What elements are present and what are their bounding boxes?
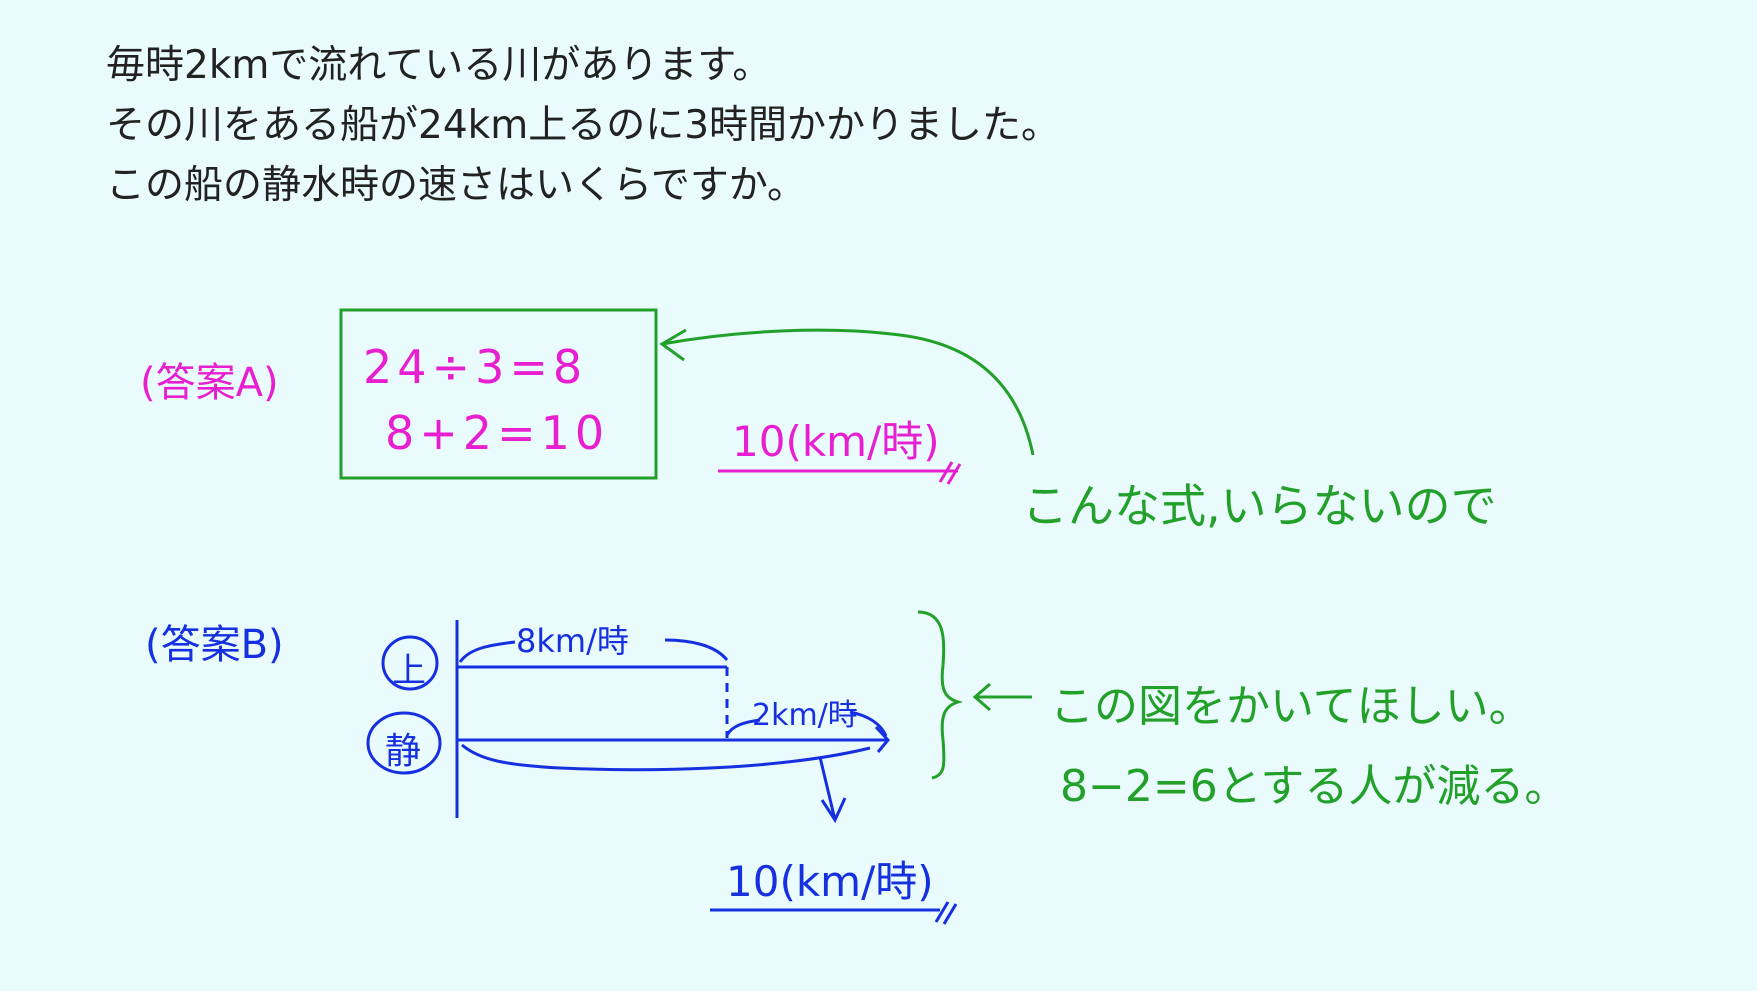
answer-a-formula-1: 24÷3=8 (363, 340, 588, 394)
diagram-still-arrowhead (874, 725, 890, 753)
answer-a-comment-arrow (661, 328, 1035, 456)
diagram-river-brace (725, 710, 888, 737)
problem-line-2: その川をある船が24km上るのに3時間かかりました。 (106, 103, 1061, 148)
diagram-result-arrow (818, 756, 837, 821)
still-label: 静 (385, 731, 422, 772)
comment-b-brace (917, 610, 964, 780)
problem-line-3: この船の静水時の速さはいくらですか。 (106, 163, 807, 208)
answer-a-tick-2 (946, 463, 962, 485)
answer-b-comment-2: 8−2=6とする人が減る。 (1060, 761, 1569, 812)
answer-b-label: (答案B) (145, 622, 284, 668)
answer-b-result: 10(km/時) (726, 857, 934, 906)
up-label: 上 (392, 651, 426, 691)
problem-line-1: 毎時2kmで流れている川があります。 (106, 43, 772, 88)
speed-up-label: 8km/時 (516, 622, 629, 660)
answer-b-tick-1 (934, 901, 950, 923)
answer-b-comment-1: この図をかいてほしい。 (1050, 681, 1533, 732)
answer-a-box (339, 308, 658, 480)
answer-a-comment: こんな式,いらないので (1022, 479, 1497, 533)
diagram-up-brace (458, 638, 729, 663)
answer-a-label: (答案A) (140, 360, 279, 406)
problem-statement: 毎時2kmで流れている川があります。 その川をある船が24km上るのに3時間かか… (106, 36, 1060, 216)
still-label-circle (366, 711, 442, 775)
answer-a-formula-2: 8+2=10 (385, 406, 610, 460)
answer-a-tick-1 (938, 461, 954, 483)
answer-a-result: 10(km/時) (732, 417, 940, 466)
answer-a-comment-arrowhead (659, 328, 687, 362)
answer-b-tick-2 (942, 903, 958, 925)
diagram-result-arrowhead (820, 797, 847, 824)
diagram-total-brace (461, 743, 871, 772)
speed-river-label: 2km/時 (752, 698, 858, 733)
up-label-circle (381, 635, 439, 691)
comment-b-arrowhead (972, 682, 991, 712)
